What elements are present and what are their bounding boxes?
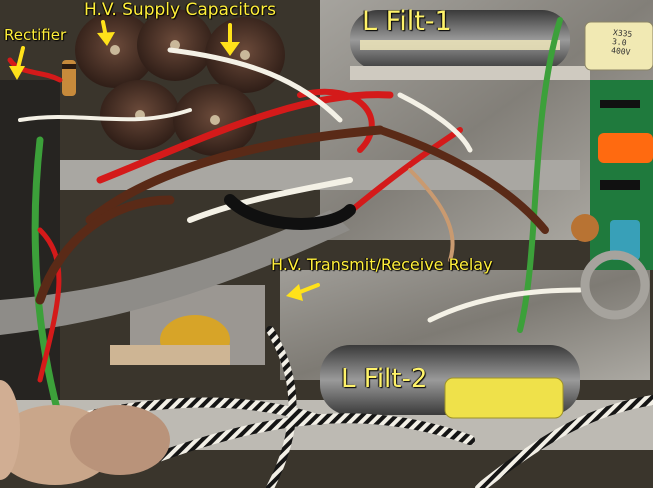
gray-ribbon-cable <box>0 210 350 335</box>
hv-supply-capacitors-label: H.V. Supply Capacitors <box>84 0 276 20</box>
orange-capacitor <box>598 133 653 163</box>
capacitor-marking-line: 400V <box>610 45 631 57</box>
top-right-capacitor <box>584 21 653 71</box>
capacitor-marking: X335 3.0 400V <box>610 28 633 57</box>
hv-transmit-receive-relay-label: H.V. Transmit/Receive Relay <box>271 255 493 274</box>
brass-hardware <box>571 214 599 242</box>
l-filt-2-label: L Filt-2 <box>341 364 428 394</box>
l-filt-1-choke <box>350 10 590 80</box>
operator-hand <box>0 380 170 485</box>
l-filt-2-choke <box>320 345 580 419</box>
rectifier-label: Rectifier <box>4 26 67 44</box>
annotation-arrows <box>9 20 320 301</box>
yellow-capacitor <box>444 377 564 419</box>
metal-ring-terminal <box>580 250 650 320</box>
l-filt-1-label: L Filt-1 <box>362 6 452 37</box>
rectifier-diode <box>62 60 76 96</box>
